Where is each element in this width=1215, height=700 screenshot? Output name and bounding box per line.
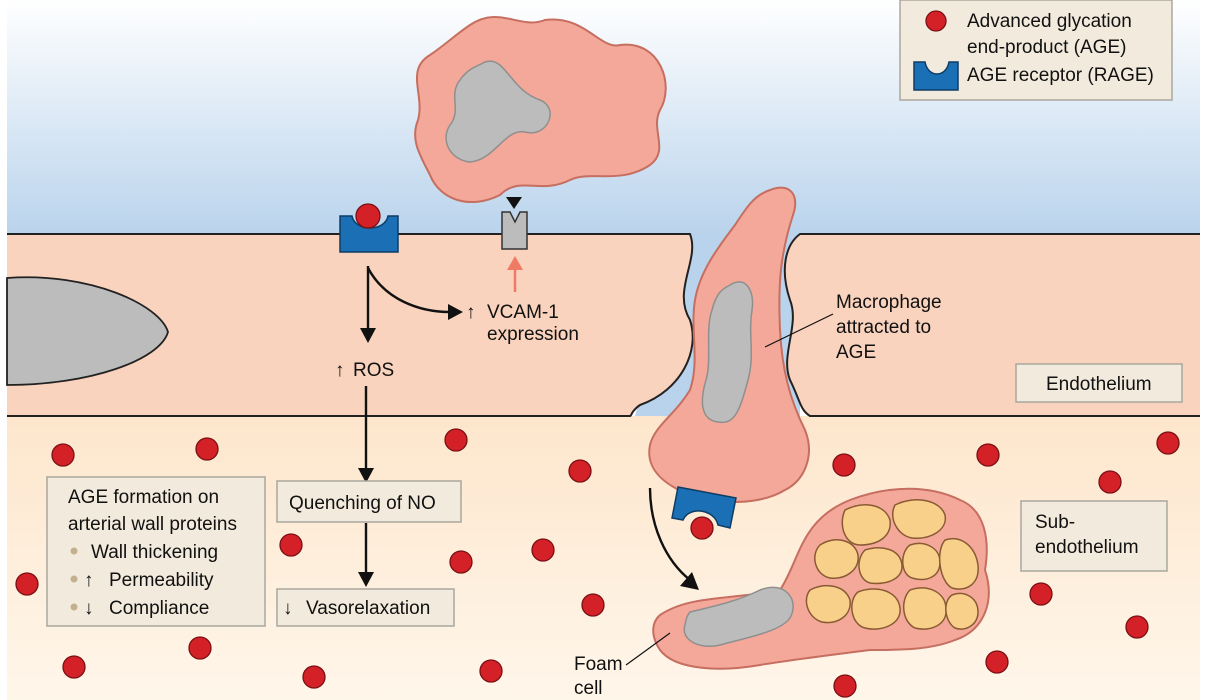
macrophage-label-2: attracted to bbox=[836, 317, 931, 338]
age-bound-membrane bbox=[355, 203, 381, 229]
endothelium-label: Endothelium bbox=[1046, 374, 1152, 395]
subendothelium-label-box bbox=[1020, 500, 1168, 572]
arrow-rage-to-vcam-head bbox=[448, 304, 463, 320]
lipid-droplet bbox=[858, 547, 903, 585]
bullet-dot bbox=[70, 547, 78, 555]
ros-up-symbol: ↑ bbox=[335, 360, 345, 381]
age-particle bbox=[15, 572, 39, 596]
lipid-droplet bbox=[841, 504, 891, 546]
arrow-to-foam-cell-head bbox=[680, 572, 699, 590]
macrophage-top-nucleus bbox=[445, 60, 551, 163]
lipid-droplet bbox=[903, 587, 947, 630]
vasorelaxation-label: Vasorelaxation bbox=[306, 598, 430, 619]
age-particle bbox=[976, 443, 1000, 467]
lipid-droplet bbox=[891, 499, 946, 539]
vasorelaxation-box bbox=[276, 588, 455, 627]
macrophage-leader-line bbox=[764, 313, 834, 348]
age-effect-wall-thickening: Wall thickening bbox=[91, 542, 218, 563]
age-particle bbox=[195, 437, 219, 461]
arrow-rage-to-ros-head bbox=[360, 328, 376, 343]
endothelium-left bbox=[7, 233, 694, 417]
age-particle bbox=[568, 459, 592, 483]
arrow-quenching-to-vaso-head bbox=[358, 572, 374, 587]
age-particle bbox=[832, 453, 856, 477]
endothelial-nucleus bbox=[6, 276, 169, 386]
rage-receptor-macrophage bbox=[671, 486, 737, 529]
macrophage-label-3: AGE bbox=[836, 342, 876, 363]
age-particle bbox=[531, 538, 555, 562]
legend-age-label-1: Advanced glycation bbox=[967, 11, 1132, 32]
lipid-droplets bbox=[805, 499, 979, 630]
lipid-droplet bbox=[814, 539, 859, 579]
vcam-label-2: expression bbox=[487, 324, 579, 345]
vcam1-receptor bbox=[501, 211, 528, 250]
age-particle bbox=[479, 659, 503, 683]
age-particle bbox=[1125, 615, 1149, 639]
ros-label: ROS bbox=[353, 360, 394, 381]
lipid-droplet bbox=[945, 592, 979, 630]
age-particle bbox=[51, 443, 75, 467]
arrow-to-foam-cell bbox=[648, 487, 691, 581]
vcam-up-symbol: ↑ bbox=[466, 302, 476, 323]
foam-cell-nucleus bbox=[683, 586, 794, 647]
subendothelium-label-1: Sub- bbox=[1035, 512, 1075, 533]
age-particle bbox=[188, 636, 212, 660]
free-age-particles bbox=[15, 428, 1180, 698]
age-particle bbox=[62, 655, 86, 679]
lipid-droplet bbox=[851, 588, 901, 630]
vcam-up-red-arrowhead bbox=[507, 256, 523, 270]
arrow-rage-to-vcam bbox=[366, 267, 451, 314]
foam-cell-label-1: Foam bbox=[574, 654, 623, 675]
age-particle bbox=[1098, 470, 1122, 494]
age-particle bbox=[833, 674, 857, 698]
lipid-droplet bbox=[902, 542, 941, 581]
age-particle bbox=[302, 665, 326, 689]
age-formation-box: AGE formation on arterial wall proteins … bbox=[46, 476, 266, 627]
legend-age-label-2: end-product (AGE) bbox=[967, 37, 1126, 58]
rage-receptor-membrane bbox=[339, 215, 399, 253]
age-formation-bg bbox=[46, 476, 266, 627]
arrow-ros-to-quenching-head bbox=[358, 468, 374, 483]
macrophage-label-1: Macrophage bbox=[836, 292, 942, 313]
permeability-up-symbol: ↑ bbox=[84, 570, 94, 591]
foam-cell-label-2: cell bbox=[574, 678, 603, 699]
bullet-dot bbox=[70, 575, 78, 583]
foam-leader-line bbox=[625, 632, 671, 666]
vaso-down-symbol: ↓ bbox=[283, 598, 293, 619]
age-effect-compliance: Compliance bbox=[109, 598, 209, 619]
lipid-droplet bbox=[938, 538, 979, 590]
age-particle bbox=[985, 650, 1009, 674]
lipid-droplet bbox=[805, 584, 851, 624]
legend-age-symbol bbox=[925, 10, 947, 32]
age-effect-permeability: Permeability bbox=[109, 570, 214, 591]
compliance-down-symbol: ↓ bbox=[84, 598, 94, 619]
endothelium-label-box bbox=[1015, 363, 1183, 403]
age-particle bbox=[581, 593, 605, 617]
age-formation-title-1: AGE formation on bbox=[68, 487, 219, 508]
age-particle bbox=[444, 428, 468, 452]
age-particle bbox=[279, 533, 303, 557]
age-formation-title-2: arterial wall proteins bbox=[68, 514, 237, 535]
legend: Advanced glycation end-product (AGE) AGE… bbox=[899, 0, 1173, 101]
age-particle bbox=[1029, 582, 1053, 606]
subendothelium-label-2: endothelium bbox=[1035, 537, 1139, 558]
quenching-box bbox=[276, 480, 462, 523]
macrophage-transmigrating-nucleus bbox=[701, 281, 754, 424]
quenching-label: Quenching of NO bbox=[289, 493, 436, 514]
age-particle bbox=[449, 550, 473, 574]
legend-rage-symbol bbox=[913, 61, 959, 91]
age-particle bbox=[1156, 431, 1180, 455]
vcam-down-arrowhead bbox=[506, 197, 522, 209]
legend-rage-label: AGE receptor (RAGE) bbox=[967, 65, 1154, 86]
vcam-label-1: VCAM-1 bbox=[487, 302, 559, 323]
age-bound-macrophage bbox=[690, 516, 714, 540]
bullet-dot bbox=[70, 603, 78, 611]
